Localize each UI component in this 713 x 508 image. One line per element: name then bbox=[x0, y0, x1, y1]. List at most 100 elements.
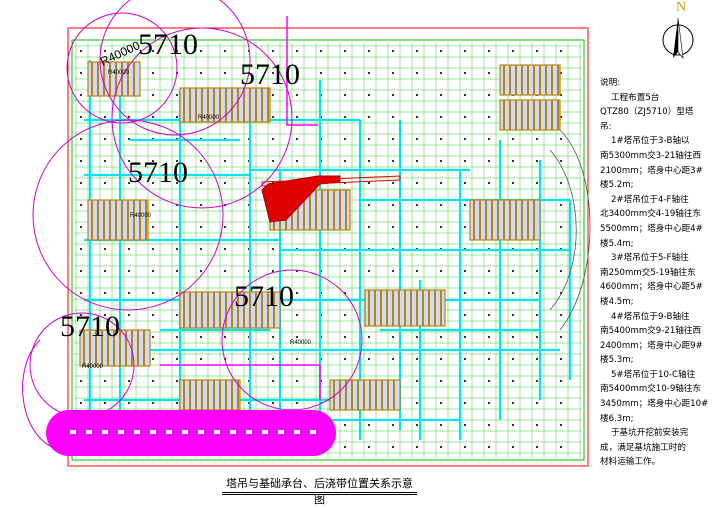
radius-label-small-2: R40000 bbox=[198, 115, 220, 121]
column-mark bbox=[176, 182, 178, 184]
column-mark bbox=[440, 380, 442, 382]
column-mark bbox=[512, 314, 514, 316]
crane-radius-circle bbox=[66, 12, 178, 124]
column-mark bbox=[272, 116, 274, 118]
column-mark bbox=[416, 380, 418, 382]
special-features bbox=[22, 16, 591, 456]
column-mark bbox=[512, 336, 514, 338]
column-mark bbox=[560, 116, 562, 118]
column-mark bbox=[536, 50, 538, 52]
column-mark bbox=[464, 314, 466, 316]
pink-area-mark bbox=[134, 430, 140, 434]
column-mark bbox=[488, 160, 490, 162]
column-mark bbox=[392, 116, 394, 118]
column-mark bbox=[392, 204, 394, 206]
column-mark bbox=[152, 358, 154, 360]
column-mark bbox=[536, 270, 538, 272]
column-mark bbox=[536, 402, 538, 404]
column-mark bbox=[128, 248, 130, 250]
column-mark bbox=[104, 292, 106, 294]
column-mark bbox=[464, 204, 466, 206]
column-mark bbox=[440, 270, 442, 272]
column-mark bbox=[152, 270, 154, 272]
column-mark bbox=[272, 380, 274, 382]
column-mark bbox=[200, 72, 202, 74]
column-mark bbox=[416, 72, 418, 74]
column-mark bbox=[440, 160, 442, 162]
crane-label-4: 5710 bbox=[234, 280, 294, 313]
column-mark bbox=[104, 402, 106, 404]
column-mark bbox=[488, 182, 490, 184]
pink-area-mark bbox=[246, 430, 252, 434]
column-mark bbox=[368, 72, 370, 74]
column-mark bbox=[128, 292, 130, 294]
crane-radius-circle bbox=[32, 119, 224, 311]
column-mark bbox=[560, 446, 562, 448]
column-mark bbox=[440, 182, 442, 184]
column-mark bbox=[488, 358, 490, 360]
column-mark bbox=[368, 116, 370, 118]
column-mark bbox=[80, 270, 82, 272]
column-mark bbox=[464, 182, 466, 184]
column-mark bbox=[560, 270, 562, 272]
column-mark bbox=[560, 94, 562, 96]
column-mark bbox=[128, 314, 130, 316]
column-mark bbox=[416, 204, 418, 206]
column-mark bbox=[440, 94, 442, 96]
column-mark bbox=[536, 424, 538, 426]
column-mark bbox=[368, 226, 370, 228]
column-mark bbox=[560, 424, 562, 426]
column-mark bbox=[464, 226, 466, 228]
column-mark bbox=[416, 358, 418, 360]
note-line: 2#塔吊位于4-F轴往 bbox=[600, 194, 689, 205]
note-line: 工程布置5台 bbox=[600, 92, 660, 103]
column-mark bbox=[152, 402, 154, 404]
column-mark bbox=[488, 380, 490, 382]
column-mark bbox=[488, 424, 490, 426]
column-mark bbox=[512, 270, 514, 272]
column-mark bbox=[80, 182, 82, 184]
column-mark bbox=[488, 50, 490, 52]
pink-area-mark bbox=[182, 430, 188, 434]
column-mark bbox=[176, 336, 178, 338]
column-mark bbox=[368, 94, 370, 96]
column-mark bbox=[560, 50, 562, 52]
pink-area-mark bbox=[262, 430, 268, 434]
column-mark bbox=[368, 138, 370, 140]
column-mark bbox=[320, 50, 322, 52]
crane-radius-circle bbox=[111, 27, 293, 209]
column-mark bbox=[272, 94, 274, 96]
column-mark bbox=[368, 446, 370, 448]
column-mark bbox=[440, 116, 442, 118]
column-mark bbox=[272, 160, 274, 162]
column-mark bbox=[488, 72, 490, 74]
column-mark bbox=[296, 358, 298, 360]
column-mark bbox=[104, 116, 106, 118]
column-mark bbox=[176, 314, 178, 316]
column-mark bbox=[296, 314, 298, 316]
column-mark bbox=[200, 358, 202, 360]
column-mark bbox=[416, 424, 418, 426]
column-mark bbox=[392, 336, 394, 338]
column-mark bbox=[344, 336, 346, 338]
column-mark bbox=[488, 138, 490, 140]
column-mark bbox=[104, 138, 106, 140]
crane-radius-arc bbox=[22, 339, 61, 451]
column-mark bbox=[416, 226, 418, 228]
column-mark bbox=[344, 116, 346, 118]
column-mark bbox=[560, 182, 562, 184]
column-mark bbox=[536, 446, 538, 448]
column-mark bbox=[272, 50, 274, 52]
note-line: 说明: bbox=[600, 78, 621, 88]
column-mark bbox=[560, 380, 562, 382]
note-line: 楼5.3m; bbox=[600, 355, 634, 366]
column-mark bbox=[176, 204, 178, 206]
column-mark bbox=[488, 314, 490, 316]
site-boundary bbox=[67, 27, 589, 467]
note-line: 成，满足基坑施工时的 bbox=[600, 442, 686, 453]
north-letter: N bbox=[676, 0, 687, 15]
column-mark bbox=[152, 226, 154, 228]
column-mark bbox=[536, 138, 538, 140]
grid-frame bbox=[71, 39, 585, 461]
